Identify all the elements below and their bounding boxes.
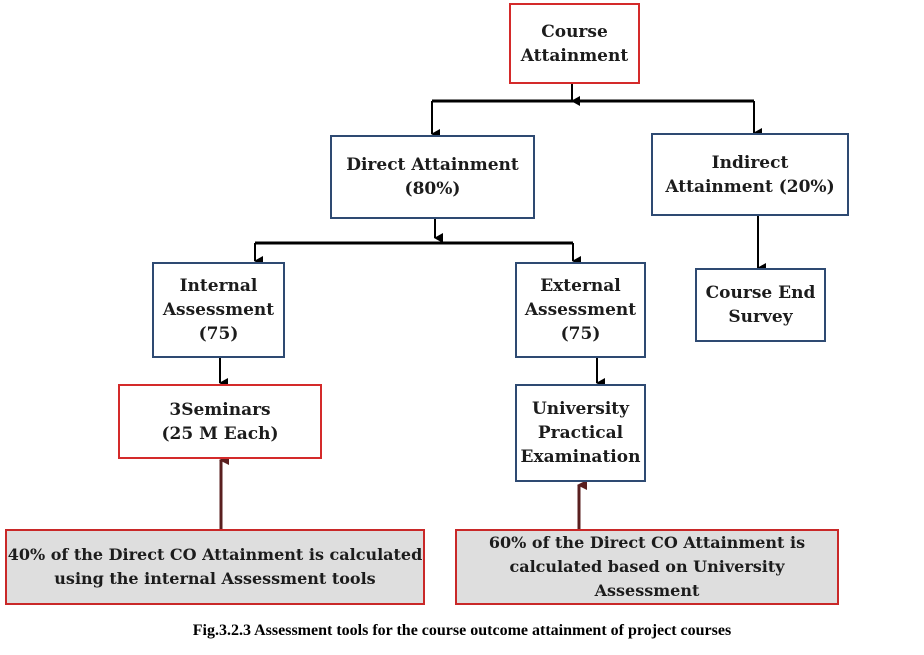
seminars-line-1: 3Seminars (169, 399, 271, 420)
internal-assessment-line-2: Assessment (162, 300, 275, 320)
course-attainment-box: Course Attainment (509, 3, 640, 84)
direct-attainment-line-2: (80%) (404, 179, 461, 199)
seminars-box: 3Seminars (25 M Each) (118, 384, 322, 459)
course-end-survey-line-1: Course End (705, 283, 816, 303)
indirect-attainment-line-2: Attainment (20%) (665, 176, 835, 197)
course-attainment-line-1: Course (541, 21, 608, 42)
university-note-box: 60% of the Direct CO Attainment is calcu… (455, 529, 839, 605)
external-assessment-box: External Assessment (75) (515, 262, 646, 358)
internal-assessment-line-3: (75) (198, 324, 239, 344)
seminars-line-2: (25 M Each) (161, 423, 279, 444)
indirect-attainment-line-1: Indirect (711, 152, 789, 173)
university-exam-line-1: University (531, 399, 630, 419)
internal-note-line-2: using the internal Assessment tools (54, 569, 376, 588)
university-note-line-2: calculated based on University Assessmen… (509, 557, 785, 600)
external-assessment-line-3: (75) (560, 324, 601, 344)
internal-assessment-box: Internal Assessment (75) (152, 262, 285, 358)
university-exam-box: University Practical Examination (515, 384, 646, 482)
course-end-survey-box: Course End Survey (695, 268, 826, 342)
course-attainment-line-2: Attainment (520, 45, 629, 66)
figure-caption: Fig.3.2.3 Assessment tools for the cours… (192, 622, 732, 639)
external-assessment-line-1: External (540, 276, 621, 296)
external-assessment-line-2: Assessment (524, 300, 637, 320)
direct-attainment-box: Direct Attainment (80%) (330, 135, 535, 219)
indirect-attainment-box: Indirect Attainment (20%) (651, 133, 849, 216)
course-end-survey-line-2: Survey (728, 307, 793, 327)
university-exam-line-3: Examination (520, 447, 641, 467)
internal-assessment-line-1: Internal (179, 276, 258, 296)
university-note-line-1: 60% of the Direct CO Attainment is (488, 533, 806, 552)
internal-note-line-1: 40% of the Direct CO Attainment is calcu… (7, 545, 423, 564)
university-exam-line-2: Practical (537, 423, 624, 443)
internal-note-box: 40% of the Direct CO Attainment is calcu… (5, 529, 425, 605)
direct-attainment-line-1: Direct Attainment (346, 155, 519, 175)
